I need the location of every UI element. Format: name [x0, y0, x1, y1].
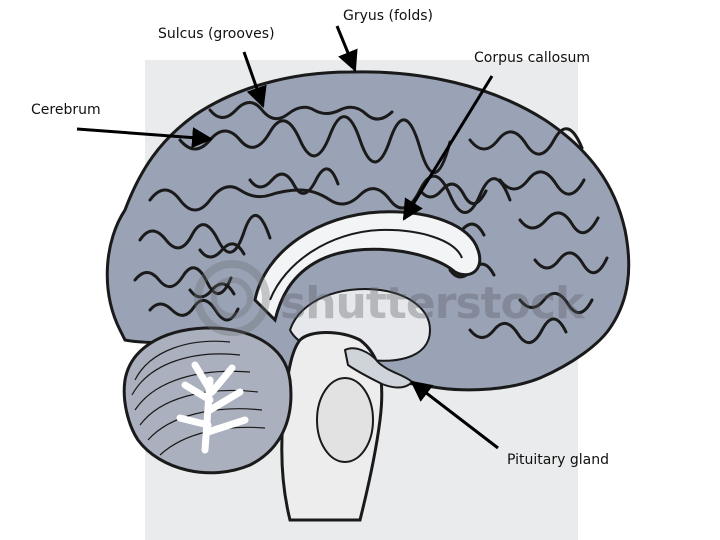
label-sulcus: Sulcus (grooves) — [158, 26, 275, 42]
arrow-corpus-callosum — [402, 75, 494, 221]
label-cerebrum: Cerebrum — [31, 102, 101, 118]
watermark-logo — [194, 260, 270, 336]
gyri-pattern — [133, 101, 609, 344]
arrow-sulcus — [242, 51, 267, 108]
label-gyrus: Gryus (folds) — [343, 8, 433, 24]
corpus-callosum-shape — [253, 210, 482, 323]
arrow-pituitary — [410, 380, 499, 450]
label-pituitary: Pituitary gland — [507, 452, 609, 468]
arbor-vitae — [176, 361, 249, 454]
arrow-cerebrum — [76, 127, 214, 149]
watermark: shutterstock — [190, 268, 584, 338]
watermark-text: shutterstock — [280, 278, 584, 329]
arrow-gyrus — [335, 25, 358, 72]
label-corpus-callosum: Corpus callosum — [474, 50, 591, 66]
